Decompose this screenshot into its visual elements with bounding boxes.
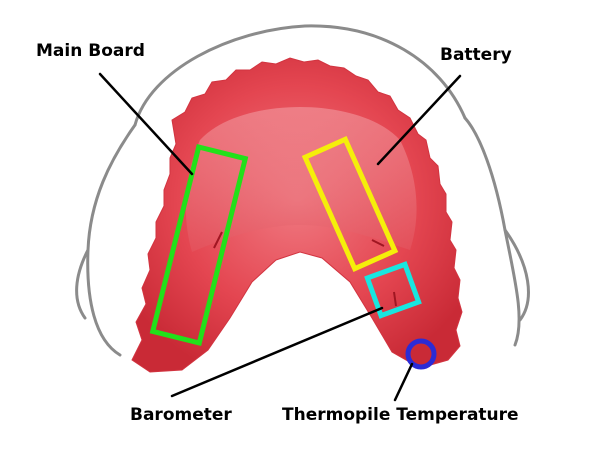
thermopile-label: Thermopile Temperature xyxy=(282,405,519,425)
barometer-box xyxy=(364,261,422,319)
barometer-leader xyxy=(170,306,384,398)
main-board-box xyxy=(149,143,249,347)
retainer-wire xyxy=(75,24,530,357)
battery-label: Battery xyxy=(440,45,512,65)
main-board-leader xyxy=(98,72,194,176)
barometer-label: Barometer xyxy=(130,405,232,425)
thermopile-leader xyxy=(393,362,414,402)
palate-area xyxy=(185,107,417,252)
thermopile-marker xyxy=(405,338,437,370)
battery-box xyxy=(301,136,399,272)
battery-leader xyxy=(376,74,462,166)
leader-lines xyxy=(98,72,462,402)
wire-slots xyxy=(213,231,397,307)
main-board-label: Main Board xyxy=(36,41,145,61)
